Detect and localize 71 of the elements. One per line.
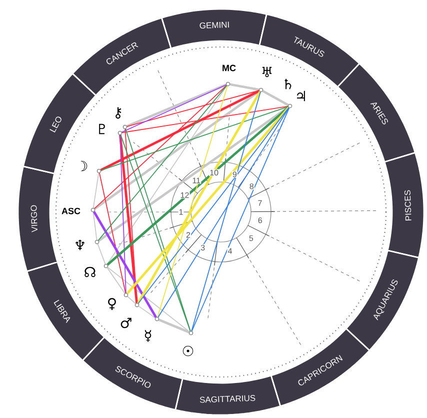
- planet-glyph: ♆: [76, 240, 84, 250]
- planet-point: [154, 316, 160, 322]
- house-number: 12: [180, 192, 190, 198]
- planet-point: [226, 82, 230, 86]
- house-number: 5: [248, 234, 254, 242]
- house-number: 7: [257, 200, 263, 206]
- house-number: 8: [248, 182, 254, 190]
- aspect-line: [230, 83, 260, 91]
- planet-glyph: ♄: [284, 78, 292, 90]
- aspect-line: [94, 84, 227, 210]
- planet-point: [96, 168, 102, 174]
- aspect-line: [92, 172, 100, 208]
- aspect-line: [158, 318, 190, 334]
- aspect-line: [93, 211, 157, 318]
- planet-point: [90, 208, 96, 212]
- aspect-line: [124, 128, 138, 304]
- aspect-line: [262, 90, 289, 106]
- aspect-line: [120, 134, 126, 294]
- planet-point: [124, 292, 128, 298]
- house-number: 4: [227, 248, 233, 254]
- aspect-line: [98, 85, 228, 241]
- aspect-line: [127, 296, 136, 304]
- planet-point: [94, 240, 100, 244]
- planet-glyph: ♇: [99, 124, 105, 134]
- angle-label: ASC: [62, 208, 80, 214]
- aspect-line: [126, 90, 260, 127]
- aspect-line: [106, 267, 126, 294]
- house-number: 11: [192, 177, 202, 184]
- aspect-line: [106, 85, 228, 265]
- planet-point: [104, 264, 108, 268]
- planet-point: [288, 104, 292, 108]
- aspect-line: [191, 92, 261, 332]
- aspect-line: [121, 84, 227, 133]
- house-number: 10: [209, 169, 220, 176]
- aspect-line: [99, 172, 126, 294]
- planet-glyph: ♀: [108, 298, 116, 310]
- house-number: 1: [178, 208, 184, 216]
- sign-segment: SAGITTARIUS: [174, 374, 282, 416]
- angle-label: MC: [222, 64, 236, 72]
- planet-glyph: ♃: [297, 90, 305, 102]
- planet-glyph: ♂: [120, 318, 132, 328]
- planet-point: [134, 302, 140, 308]
- planet-glyph: ☉: [182, 346, 194, 356]
- planet-point: [258, 88, 264, 92]
- aspect-line: [126, 84, 227, 128]
- planet-point: [188, 330, 194, 336]
- house-number: 3: [200, 244, 206, 252]
- node-label: SAGITTARIUS: [200, 395, 256, 403]
- aspect-line: [138, 306, 156, 318]
- planet-glyph: ⚷: [116, 107, 122, 119]
- planet-glyph: ♅: [262, 66, 272, 78]
- aspect-line: [122, 106, 288, 134]
- aspect-line: [107, 266, 190, 332]
- planet-point: [122, 124, 128, 130]
- planet-glyph: ☽: [80, 160, 88, 172]
- aspect-line: [100, 106, 289, 171]
- aspect-line: [157, 86, 228, 318]
- aspect-line: [100, 90, 260, 172]
- aspect-line: [158, 107, 290, 318]
- aspect-line: [97, 243, 106, 265]
- house-number: 6: [257, 216, 263, 224]
- aspect-line: [106, 106, 290, 266]
- aspect-line: [137, 91, 262, 304]
- planet-glyph: ☊: [84, 266, 96, 278]
- aspect-line: [119, 134, 138, 304]
- node-label: PISCES: [404, 190, 412, 220]
- aspect-line: [191, 107, 290, 332]
- house-number: 2: [185, 232, 192, 238]
- aspect-line: [94, 90, 260, 210]
- aspect-line: [92, 212, 98, 240]
- planet-point: [118, 130, 122, 136]
